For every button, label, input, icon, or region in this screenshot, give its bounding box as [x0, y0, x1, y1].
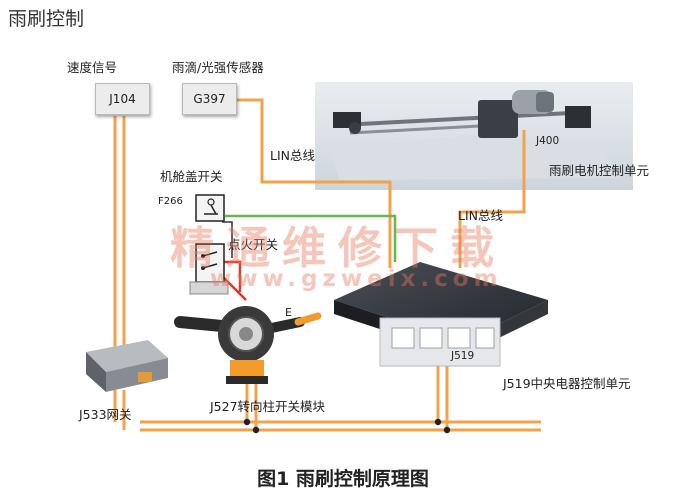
bus-junctions — [243, 418, 451, 434]
hood-switch-code: F266 — [158, 196, 183, 207]
speed-signal-label: 速度信号 — [67, 60, 118, 75]
figure-caption: 图1 雨刷控制原理图 — [257, 468, 429, 490]
j533-gateway-image — [86, 340, 168, 392]
g397-box: G397 — [182, 83, 237, 115]
j519-module-image — [334, 262, 548, 367]
steering-module-label: J527转向柱开关模块 — [210, 399, 326, 414]
ignition-switch-label: 点火开关 — [228, 237, 279, 252]
page-title: 雨刷控制 — [8, 8, 85, 30]
gateway-label: J533网关 — [79, 407, 132, 422]
wiper-mechanism-image — [315, 82, 633, 190]
lin-bus-label-2: LIN总线 — [458, 208, 504, 223]
rain-sensor-label: 雨滴/光强传感器 — [172, 60, 264, 75]
lin-bus-label-1: LIN总线 — [270, 148, 316, 163]
hood-switch-icon — [195, 194, 225, 222]
watermark-text: 精通维修下载 — [170, 223, 506, 274]
hood-switch-label: 机舱盖开关 — [160, 169, 223, 184]
central-electric-unit-label: J519中央电器控制单元 — [503, 376, 631, 391]
green-signal-wire — [225, 214, 397, 262]
black-signal-wire — [222, 221, 233, 258]
watermark-url: www.gzweix.com — [210, 266, 503, 292]
red-signal-wire — [222, 260, 242, 292]
steering-module-mark: E — [285, 306, 292, 319]
ignition-connector — [189, 281, 229, 295]
j104-box: J104 — [95, 83, 150, 115]
wiper-motor-unit-label: 雨刷电机控制单元 — [549, 163, 650, 178]
red-signal-wire-2 — [221, 275, 247, 301]
j519-code: J519 — [451, 350, 475, 362]
j400-code: J400 — [536, 135, 560, 147]
ignition-switch-icon — [195, 243, 225, 283]
j527-steering-module-image — [174, 306, 322, 384]
